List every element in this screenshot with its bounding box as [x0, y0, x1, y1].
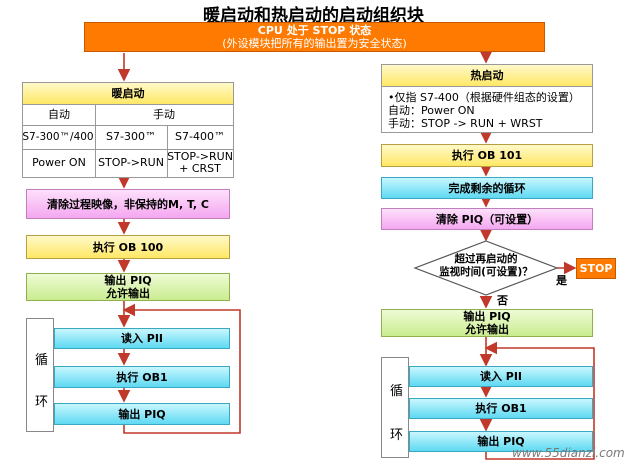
hot-restart-info: •仅指 S7-400（根据硬件组态的设置） 自动：Power ON 手动：STO…: [382, 87, 592, 133]
warm-col-auto: 自动: [48, 108, 70, 121]
hot-read-pii-box: 读入 PII: [409, 366, 593, 387]
hot-info-line3: 手动：STOP -> RUN + WRST: [388, 117, 543, 130]
warm-output-piq-box: 输出 PIQ: [54, 403, 230, 425]
stop-box: STOP: [576, 258, 616, 279]
warm-col-manual: 手动: [153, 108, 175, 121]
warm-r1-c2: S7-300™: [106, 130, 156, 143]
cpu-stop-title: CPU 处于 STOP 状态: [257, 24, 372, 37]
hot-restart-header: 热启动: [382, 65, 592, 87]
warm-output-line1: 输出 PIQ: [104, 274, 152, 287]
loop-back-right: [484, 341, 595, 460]
hot-output-piq-box: 输出 PIQ: [409, 431, 593, 452]
hot-loop-label-box: 循 环: [381, 357, 409, 458]
warm-exec-ob1-box: 执行 OB1: [54, 366, 230, 388]
hot-output-box: 输出 PIQ 允许输出: [381, 309, 593, 337]
loop-back-left: [122, 303, 241, 434]
diagram-title: 暖启动和热启动的启动组织块: [203, 6, 424, 26]
decision-text: 超过再启动的 监视时间(可设置)？: [415, 253, 557, 279]
hot-info-line2: 自动：Power ON: [388, 104, 475, 117]
hot-loop-char-1: 循: [390, 384, 404, 399]
decision-yes-label: 是: [556, 274, 567, 287]
hot-info-line1: •仅指 S7-400（根据硬件组态的设置）: [388, 91, 580, 104]
watermark: www.55dianzi.com: [512, 446, 625, 460]
hot-clear-piq-box: 清除 PIQ（可设置）: [381, 208, 593, 230]
warm-clear-box: 清除过程映像，非保持的M, T, C: [26, 189, 230, 219]
hot-exec-ob101-box: 执行 OB 101: [381, 144, 593, 167]
warm-r2-c3: STOP->RUN + CRST: [167, 150, 233, 175]
decision-line1: 超过再启动的: [454, 253, 518, 265]
warm-exec-ob100-box: 执行 OB 100: [26, 235, 230, 259]
hot-complete-cycle-box: 完成剩余的循环: [381, 177, 593, 199]
cpu-stop-note: (外设模块把所有的输出置为安全状态): [222, 37, 407, 50]
warm-restart-header: 暖启动: [23, 83, 233, 105]
warm-loop-char-2: 环: [35, 395, 49, 410]
warm-r2-c1: Power ON: [32, 156, 86, 169]
warm-output-line2: 允许输出: [106, 287, 150, 300]
decision-no-label: 否: [497, 294, 508, 307]
table-divider: [95, 105, 96, 177]
hot-exec-ob1-box: 执行 OB1: [409, 398, 593, 419]
hot-loop-char-2: 环: [390, 428, 404, 443]
warm-r1-c3: S7-400™: [175, 130, 225, 143]
warm-output-box: 输出 PIQ 允许输出: [26, 273, 230, 301]
hot-output-line1: 输出 PIQ: [463, 310, 511, 323]
hot-restart-table: 热启动 •仅指 S7-400（根据硬件组态的设置） 自动：Power ON 手动…: [381, 64, 593, 133]
warm-loop-char-1: 循: [35, 353, 49, 368]
warm-restart-table: 暖启动 自动 手动 S7-300™/400 S7-300™ S7-400™ Po…: [22, 82, 234, 178]
cpu-stop-box: CPU 处于 STOP 状态 (外设模块把所有的输出置为安全状态): [84, 22, 545, 52]
warm-read-pii-box: 读入 PII: [54, 328, 230, 349]
table-divider: [23, 125, 233, 126]
warm-loop-label-box: 循 环: [26, 318, 54, 432]
warm-r1-c1: S7-300™/400: [22, 131, 94, 143]
hot-output-line2: 允许输出: [465, 323, 509, 336]
decision-line2: 监视时间(可设置)？: [439, 266, 533, 278]
warm-r2-c2: STOP->RUN: [98, 156, 164, 169]
table-divider: [167, 125, 168, 177]
table-divider: [23, 149, 233, 150]
